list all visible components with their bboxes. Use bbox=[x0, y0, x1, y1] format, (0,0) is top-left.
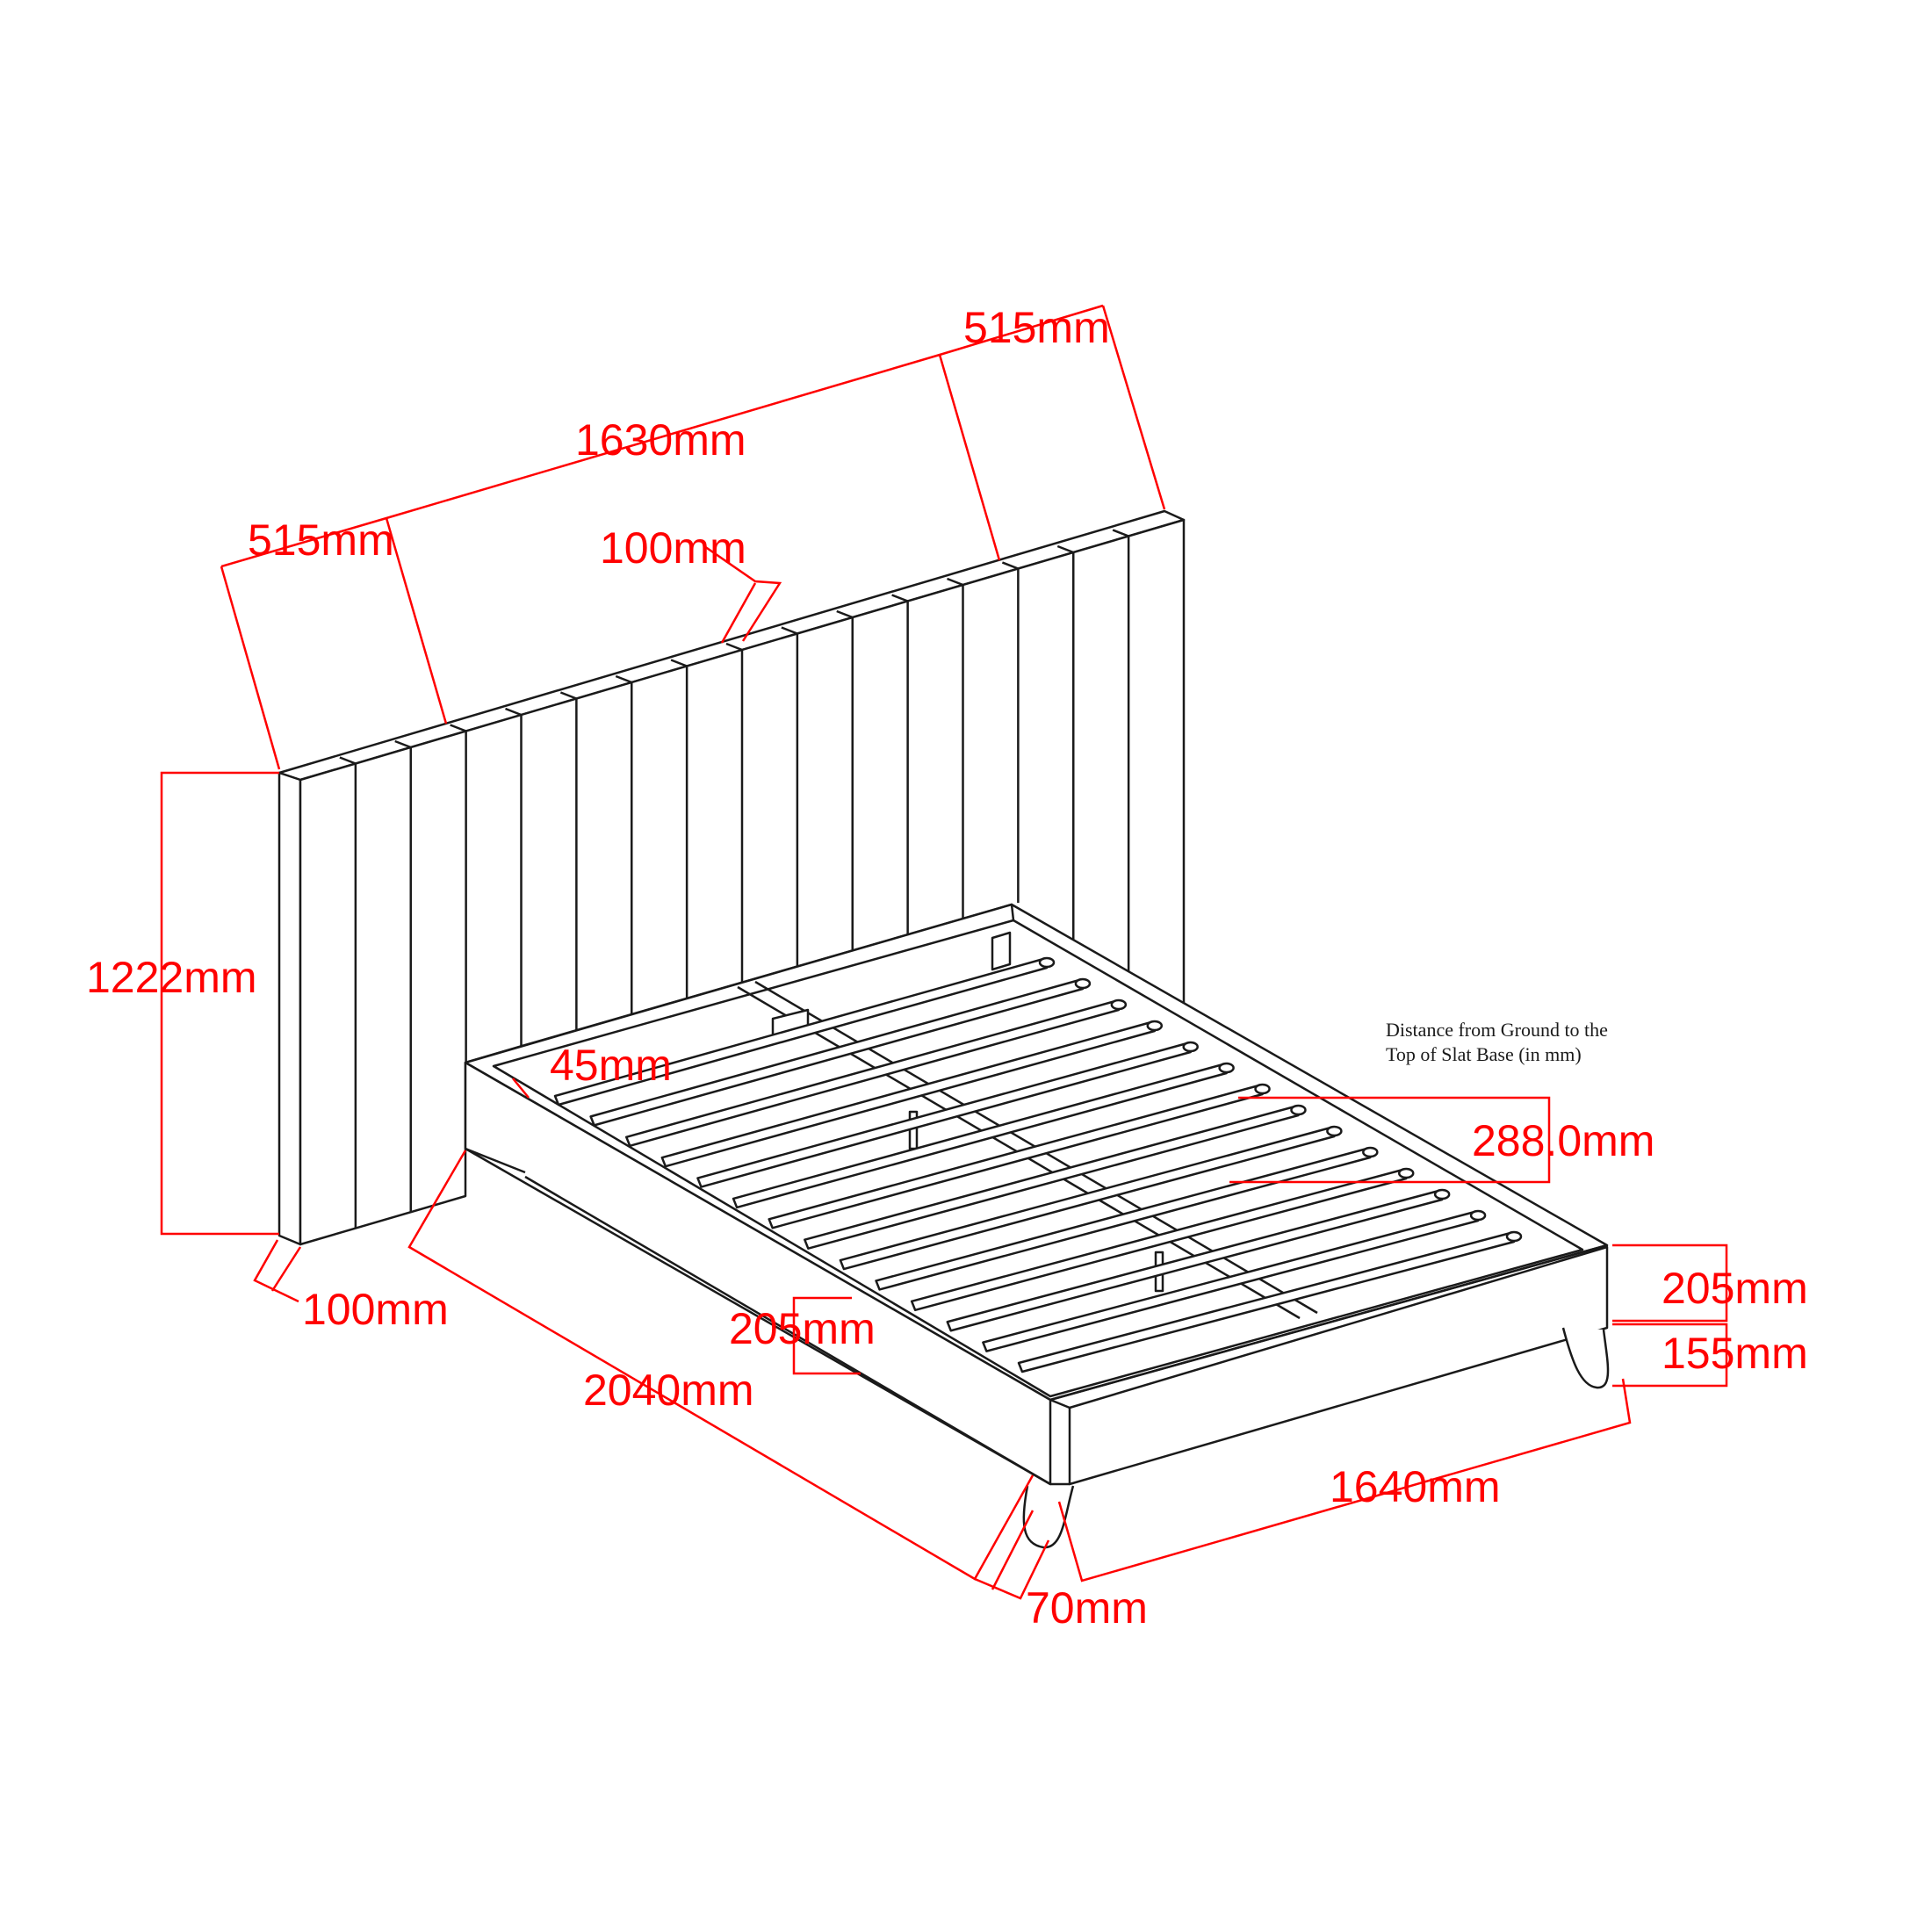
headboard-panel-top-tick bbox=[781, 626, 798, 635]
headboard-panel-seams bbox=[339, 529, 1130, 1229]
dim-panel-width-ext bbox=[720, 582, 757, 644]
dim-headboard-width-line bbox=[220, 304, 1104, 568]
label-side-rail-height: 205mm bbox=[729, 1304, 876, 1353]
dim-leg-width bbox=[974, 1539, 1050, 1600]
dim-inset bbox=[512, 1078, 530, 1099]
dimension-lines bbox=[160, 304, 1728, 1600]
label-inset: 45mm bbox=[550, 1041, 672, 1090]
slat-end-cap bbox=[1505, 1230, 1523, 1243]
note-line-1: Distance from Ground to the bbox=[1386, 1019, 1608, 1041]
side-underside-edge bbox=[524, 1175, 1051, 1486]
leg-front bbox=[1022, 1485, 1075, 1549]
dimension-labels: 515mm 1630mm 515mm 100mm 1222mm 100mm 45… bbox=[86, 303, 1808, 1633]
headboard-side-edge bbox=[278, 771, 302, 1246]
slat-end-cap bbox=[1146, 1020, 1164, 1032]
dim-bed-length bbox=[407, 1150, 1034, 1581]
dim-headboard-thickness-ext bbox=[270, 1246, 302, 1292]
centre-support-leg bbox=[1154, 1251, 1164, 1293]
dim-ext-right bbox=[1101, 305, 1166, 510]
foot-corner-bevel bbox=[1049, 1398, 1071, 1409]
headboard-panel-top-tick bbox=[947, 577, 963, 587]
slat-end-cap bbox=[1362, 1146, 1379, 1158]
slat-end-cap bbox=[1290, 1104, 1307, 1116]
slat-end-cap bbox=[1397, 1167, 1415, 1179]
slat-end-cap bbox=[1038, 956, 1056, 969]
label-slat-height: 288.0mm bbox=[1472, 1116, 1654, 1165]
headboard bbox=[278, 509, 1186, 1246]
headboard-panel-top-tick bbox=[615, 674, 632, 684]
slats bbox=[553, 956, 1523, 1373]
headboard-panel-top-tick bbox=[505, 707, 522, 717]
slat-end-cap bbox=[1433, 1188, 1451, 1200]
slat-end-cap bbox=[1326, 1125, 1343, 1137]
slat-end-cap bbox=[1110, 998, 1128, 1011]
headboard-panel-top-tick bbox=[1112, 529, 1129, 537]
note-line-2: Top of Slat Base (in mm) bbox=[1386, 1043, 1582, 1065]
dim-ext-wing-left bbox=[385, 517, 448, 724]
headboard-panel-top-tick bbox=[339, 756, 357, 765]
label-bed-width: 1640mm bbox=[1330, 1462, 1501, 1511]
bed-base bbox=[464, 903, 1609, 1486]
side-bottom-return bbox=[465, 1147, 526, 1174]
label-headboard-width: 1630mm bbox=[575, 415, 746, 465]
dim-ext-left bbox=[220, 566, 281, 770]
dim-ext-wing-right bbox=[938, 354, 1001, 561]
label-footrail-height: 205mm bbox=[1662, 1264, 1808, 1313]
headboard-panel-top-tick bbox=[891, 594, 909, 602]
headboard-panel-top-tick bbox=[450, 724, 467, 732]
slat-end-cap bbox=[1182, 1041, 1199, 1053]
bed-drawing bbox=[278, 509, 1610, 1549]
headboard-panel-top-tick bbox=[725, 642, 743, 652]
dim-side-rail-height bbox=[792, 1296, 861, 1375]
headboard-panel-top-tick bbox=[670, 659, 688, 667]
dim-panel-width bbox=[703, 544, 782, 642]
label-leg-width: 70mm bbox=[1026, 1583, 1148, 1633]
slat-end-cap bbox=[1469, 1209, 1487, 1222]
dim-leg-height bbox=[1612, 1323, 1728, 1388]
dim-slat-height bbox=[1229, 1096, 1551, 1184]
dim-footrail-height bbox=[1612, 1244, 1728, 1323]
label-headboard-height: 1222mm bbox=[86, 953, 257, 1002]
label-top-wing-right: 515mm bbox=[963, 303, 1110, 352]
label-bed-length: 2040mm bbox=[583, 1366, 754, 1415]
label-headboard-thickness: 100mm bbox=[302, 1285, 449, 1334]
label-top-wing-left: 515mm bbox=[248, 515, 394, 565]
legs bbox=[1022, 1327, 1610, 1549]
label-panel-width: 100mm bbox=[600, 523, 746, 573]
slat-end-cap bbox=[1218, 1062, 1235, 1074]
dim-headboard-height bbox=[160, 771, 279, 1236]
foot-top-edge bbox=[1049, 1244, 1608, 1402]
head-corner-edge bbox=[1010, 904, 1015, 921]
bed-foot-rail bbox=[1068, 1245, 1609, 1486]
dim-headboard-thickness bbox=[253, 1239, 299, 1303]
slat-end-cap bbox=[1254, 1083, 1271, 1095]
headboard-panel-top-tick bbox=[1056, 544, 1074, 554]
leg-right bbox=[1561, 1327, 1610, 1389]
headboard-panel-top-tick bbox=[1001, 561, 1019, 570]
dim-bed-width bbox=[1057, 1378, 1632, 1582]
slat-end-cap bbox=[1074, 977, 1092, 990]
headboard-bracket bbox=[991, 931, 1012, 971]
headboard-panel-top-tick bbox=[559, 691, 577, 700]
headboard-panel-top-tick bbox=[394, 739, 412, 749]
headboard-panel-top-tick bbox=[836, 609, 854, 619]
label-leg-height: 155mm bbox=[1662, 1329, 1808, 1378]
dim-leg-width-ext bbox=[991, 1510, 1034, 1590]
slat-base-note: Distance from Ground to the Top of Slat … bbox=[1386, 1019, 1608, 1065]
